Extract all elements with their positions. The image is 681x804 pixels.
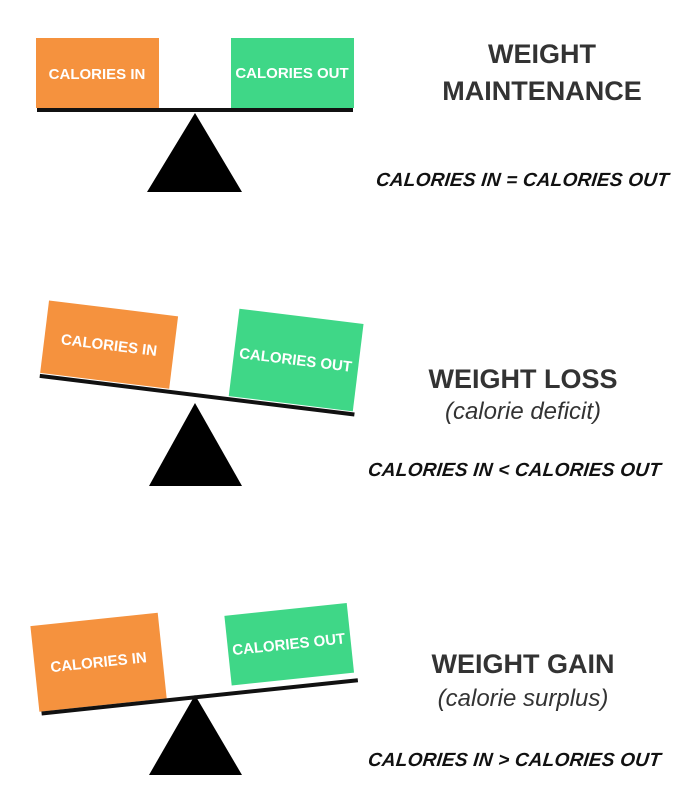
maintenance-title-line2: MAINTENANCE (442, 76, 642, 106)
loss-calories-in-box (40, 300, 179, 389)
loss-scale: CALORIES IN CALORIES OUT (39, 300, 364, 486)
loss-subtitle: (calorie deficit) (444, 398, 602, 425)
maintenance-equation: CALORIES IN = CALORIES OUT (374, 170, 671, 191)
maintenance-calories-in-box (36, 38, 159, 108)
loss-equation: CALORIES IN < CALORIES OUT (366, 460, 663, 481)
gain-scale: CALORIES IN CALORIES OUT (30, 602, 359, 775)
loss-fulcrum (149, 403, 242, 486)
gain-beam (41, 678, 359, 716)
gain-calories-in-box (30, 612, 167, 712)
loss-title: WEIGHT LOSS (428, 364, 618, 394)
loss-beam (39, 373, 355, 417)
loss-calories-out-box (228, 308, 364, 412)
maintenance-title-line1: WEIGHT (488, 39, 596, 69)
gain-title: WEIGHT GAIN (431, 649, 615, 679)
maintenance-calories-out-box (231, 38, 354, 108)
gain-subtitle: (calorie surplus) (437, 685, 609, 712)
maintenance-calories-in-label: CALORIES IN (49, 66, 146, 83)
maintenance-scale: CALORIES IN CALORIES OUT (36, 38, 354, 192)
maintenance-fulcrum (147, 113, 242, 192)
gain-calories-out-box (224, 602, 355, 686)
maintenance-calories-out-label: CALORIES OUT (235, 65, 348, 82)
maintenance-title: WEIGHT MAINTENANCE (411, 36, 673, 110)
gain-fulcrum (149, 695, 242, 775)
gain-equation: CALORIES IN > CALORIES OUT (366, 750, 663, 771)
